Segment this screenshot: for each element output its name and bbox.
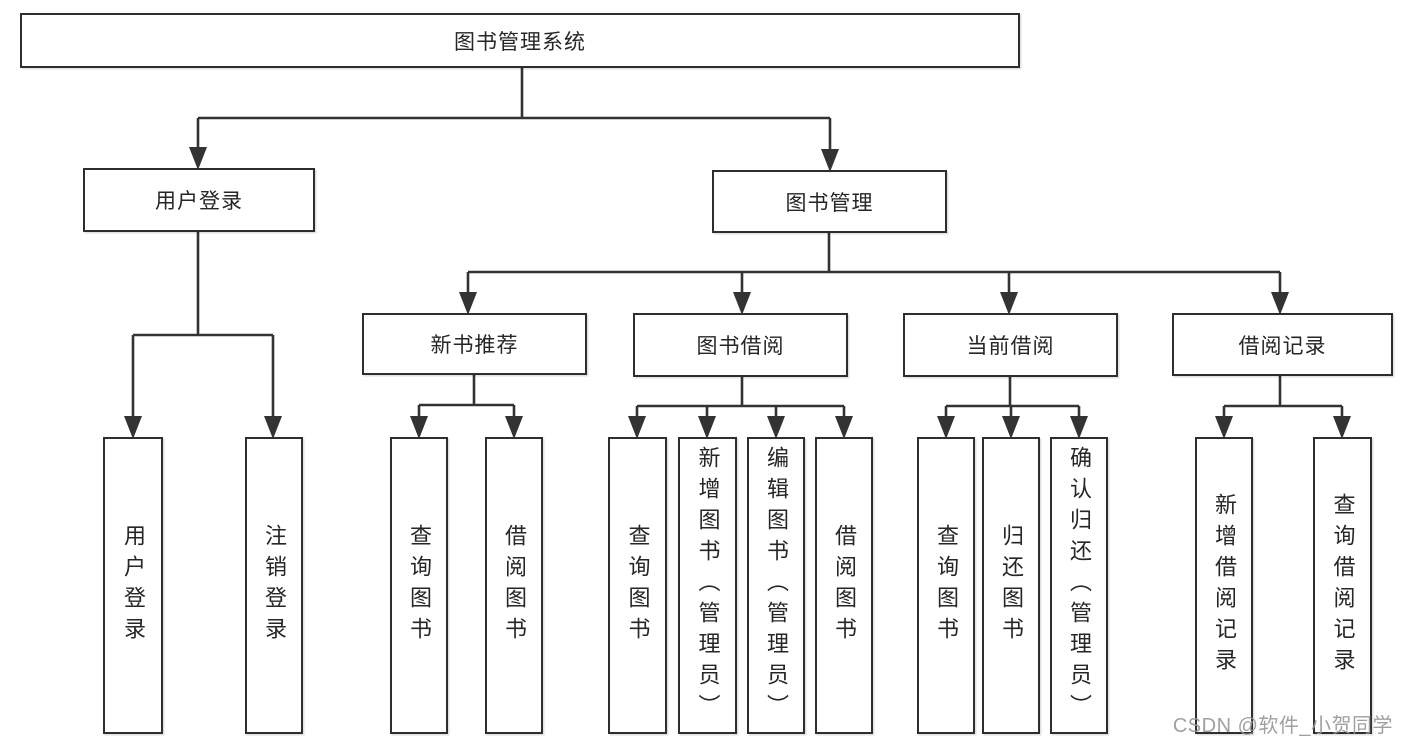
node-leaf-newbooks-query-book: 查询图书 — [390, 437, 448, 734]
node-library-management-system: 图书管理系统 — [20, 13, 1020, 68]
node-borrow-records: 借阅记录 — [1172, 313, 1393, 376]
node-leaf-borrow-borrow-book: 借阅图书 — [815, 437, 873, 734]
node-leaf-current-confirm-return-admin: 确认归还（管理员） — [1050, 437, 1108, 734]
node-label: 图书管理 — [785, 191, 874, 215]
node-label: 借阅记录 — [1238, 334, 1327, 358]
node-leaf-current-query-book: 查询图书 — [917, 437, 975, 734]
node-leaf-records-add-record: 新增借阅记录 — [1195, 437, 1253, 734]
csdn-watermark: CSDN @软件_小贺同学 — [1172, 715, 1393, 737]
node-leaf-user-login: 用户登录 — [103, 437, 163, 734]
node-user-login: 用户登录 — [83, 168, 315, 232]
node-label: 确认归还（管理员） — [1067, 446, 1092, 725]
node-label: 归还图书 — [999, 523, 1024, 648]
node-label: 查询图书 — [934, 523, 959, 648]
node-leaf-borrow-query-book: 查询图书 — [608, 437, 667, 734]
node-leaf-logout: 注销登录 — [245, 437, 303, 734]
node-leaf-current-return-book: 归还图书 — [982, 437, 1040, 734]
node-label: 编辑图书（管理员） — [764, 446, 789, 725]
node-label: 借阅图书 — [502, 523, 527, 648]
node-label: 新增图书（管理员） — [695, 446, 721, 725]
node-label: 查询图书 — [625, 523, 651, 648]
node-new-book-recommend: 新书推荐 — [362, 313, 587, 375]
node-label: 当前借阅 — [966, 335, 1055, 358]
node-leaf-borrow-edit-book-admin: 编辑图书（管理员） — [747, 437, 805, 734]
node-label: 用户登录 — [121, 523, 146, 648]
node-label: 注销登录 — [262, 523, 287, 648]
node-book-borrow: 图书借阅 — [633, 313, 848, 377]
node-label: 图书借阅 — [696, 335, 785, 358]
node-current-borrow: 当前借阅 — [903, 313, 1118, 377]
node-label: 借阅图书 — [832, 523, 857, 648]
node-book-management: 图书管理 — [712, 170, 947, 233]
node-label: 新书推荐 — [430, 334, 519, 357]
node-label: 图书管理系统 — [454, 30, 586, 54]
node-leaf-borrow-add-book-admin: 新增图书（管理员） — [678, 437, 737, 734]
node-leaf-records-query-record: 查询借阅记录 — [1313, 437, 1372, 734]
node-label: 查询借阅记录 — [1330, 492, 1356, 679]
node-label: 用户登录 — [155, 190, 243, 213]
node-leaf-newbooks-borrow-book: 借阅图书 — [485, 437, 543, 734]
node-label: 新增借阅记录 — [1212, 492, 1237, 679]
node-label: 查询图书 — [407, 523, 432, 648]
